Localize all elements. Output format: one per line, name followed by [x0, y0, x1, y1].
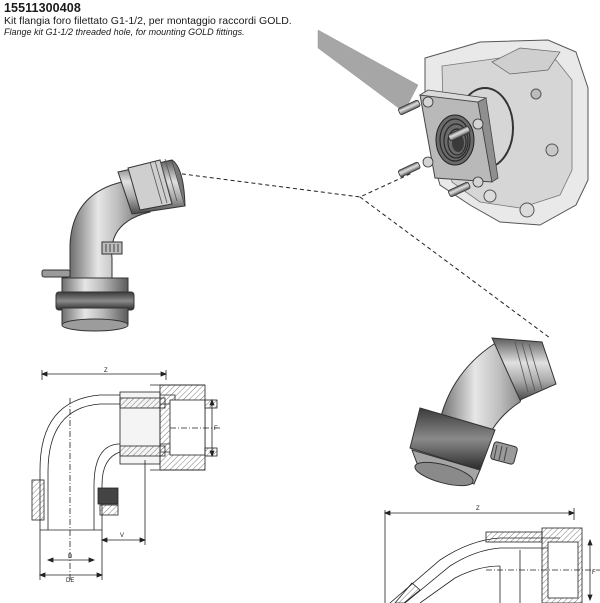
dim-label-d: D: [68, 554, 73, 560]
product-description-en: Flange kit G1-1/2 threaded hole, for mou…: [4, 27, 245, 37]
section-drawing-45: [383, 508, 600, 603]
elbow-fitting-90: [41, 158, 186, 332]
dim-label-de: DE: [66, 578, 74, 584]
product-description-it: Kit flangia foro filettato G1-1/2, per m…: [4, 15, 292, 27]
dim-label-f-left: F: [214, 426, 218, 432]
elbow-fitting-45: [409, 337, 557, 487]
flange-bolts: [398, 99, 471, 198]
callout-wedge: [317, 29, 419, 113]
pump-flange-assembly: [398, 39, 589, 226]
dim-label-f-right: F: [592, 570, 596, 576]
section-drawing-90: [31, 370, 222, 580]
product-code: 15511300408: [4, 1, 81, 15]
dim-label-v: V: [120, 533, 124, 539]
dashed-leaders: [174, 172, 551, 339]
product-header: 15511300408 Kit flangia foro filettato G…: [4, 1, 384, 38]
dim-label-z-right: Z: [476, 506, 480, 512]
dim-label-z-left: Z: [104, 368, 108, 374]
